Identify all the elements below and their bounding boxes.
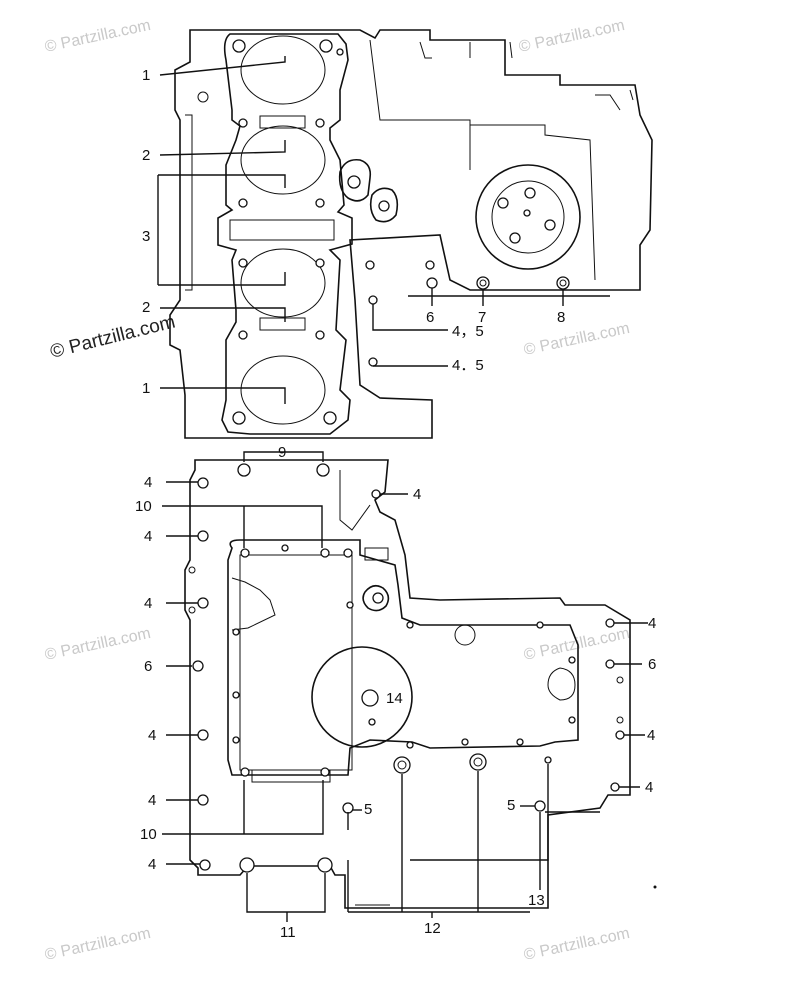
callout-4: 4 (647, 727, 655, 744)
fastener-45b (368, 357, 378, 367)
upper-fasteners (368, 276, 570, 367)
speck (653, 885, 657, 889)
lower-callouts: 9 4 10 4 4 4 6 14 4 4 6 4 4 4 5 5 10 4 1… (135, 444, 656, 941)
watermark-group: © Partzilla.com © Partzilla.com © Partzi… (43, 17, 631, 964)
callout-4: 4 (148, 856, 156, 873)
callout-14: 14 (386, 690, 403, 707)
fastener-7 (476, 276, 490, 290)
callout-4-5: 4，5 (452, 323, 484, 340)
callout-10: 10 (140, 826, 157, 843)
callout-6: 6 (144, 658, 152, 675)
callout-8: 8 (557, 309, 565, 326)
cylinder-gasket (217, 33, 353, 435)
callout-12: 12 (424, 920, 441, 937)
callout-6: 6 (426, 309, 434, 326)
watermark: © Partzilla.com (43, 925, 152, 964)
watermark: © Partzilla.com (522, 625, 631, 664)
callout-2: 2 (142, 147, 150, 164)
lower-leaders (162, 451, 648, 922)
watermark: © Partzilla.com (522, 320, 631, 359)
callout-2: 2 (142, 299, 150, 316)
callout-6: 6 (648, 656, 656, 673)
watermark: © Partzilla.com (43, 625, 152, 664)
callout-4: 4 (144, 595, 152, 612)
watermark-main: © Partzilla.com (48, 312, 177, 363)
callout-4: 4 (148, 792, 156, 809)
fastener-6 (426, 277, 438, 289)
callout-1: 1 (142, 380, 150, 397)
callout-10: 10 (135, 498, 152, 515)
watermark: © Partzilla.com (522, 925, 631, 964)
callout-1: 1 (142, 67, 150, 84)
callout-4: 4 (645, 779, 653, 796)
oil-pan-gasket (227, 539, 579, 783)
watermark: © Partzilla.com (43, 17, 152, 56)
callout-4: 4 (648, 615, 656, 632)
callout-13: 13 (528, 892, 545, 909)
callout-4: 4 (144, 474, 152, 491)
callout-3: 3 (142, 228, 150, 245)
lower-crankcase (184, 459, 631, 909)
callout-5: 5 (507, 797, 515, 814)
upper-leaders (157, 56, 610, 404)
callout-9: 9 (278, 444, 286, 461)
upper-callouts: 1 2 3 2 1 6 7 8 4，5 4．5 (142, 67, 565, 397)
callout-4: 4 (144, 528, 152, 545)
upper-crankcase (169, 29, 653, 439)
fastener-45a (368, 295, 378, 305)
callout-11: 11 (280, 924, 296, 941)
callout-7: 7 (478, 309, 486, 326)
watermark: © Partzilla.com (517, 17, 626, 56)
fastener-8 (556, 276, 570, 290)
lower-fasteners (192, 463, 625, 873)
callout-4: 4 (148, 727, 156, 744)
callout-4: 4 (413, 486, 421, 503)
callout-5: 5 (364, 801, 372, 818)
callout-4-5: 4．5 (452, 357, 484, 374)
